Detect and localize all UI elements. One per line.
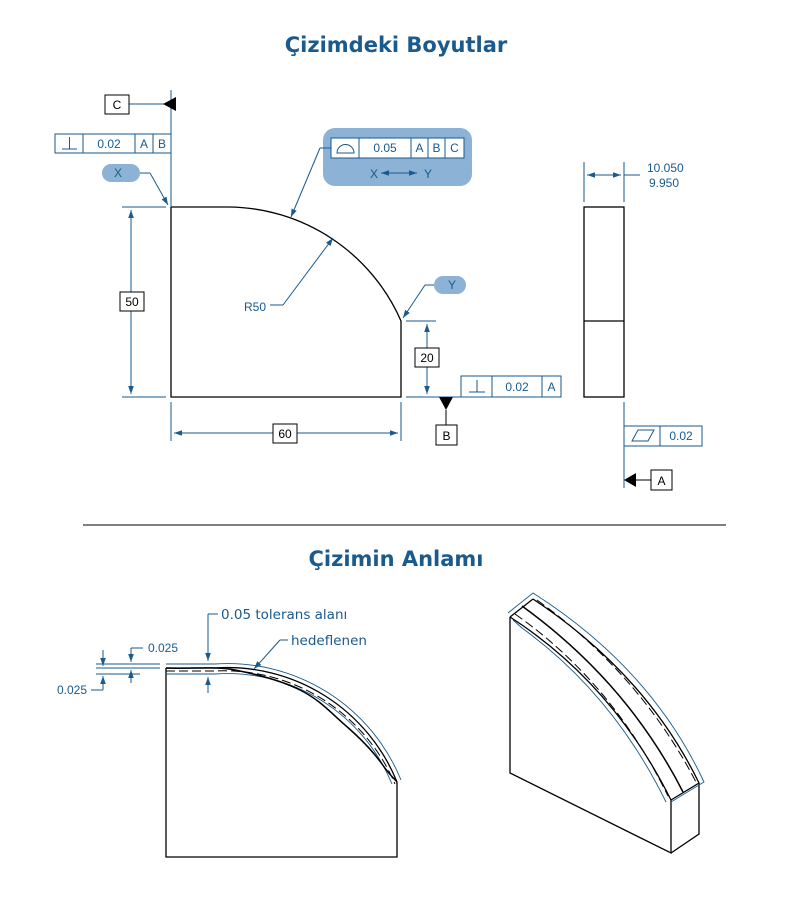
meaning-front-part	[165, 663, 402, 858]
half-zone-top: 0.025	[148, 641, 178, 655]
datum-a-letter: A	[657, 474, 665, 488]
short-dimension: 20	[406, 320, 440, 394]
perp-top-tol: 0.02	[97, 137, 121, 151]
point-x-label: X	[114, 166, 122, 180]
perp-right-tol: 0.02	[505, 380, 529, 394]
profile-ref-b: B	[432, 141, 440, 155]
point-y-callout: Y	[402, 276, 466, 319]
perpendicularity-icon	[62, 137, 77, 150]
perp-frame-top: 0.02 A B	[54, 133, 172, 154]
flatness-tol: 0.02	[669, 429, 693, 443]
part-profile	[170, 206, 402, 398]
perp-frame-right: 0.02 A	[460, 375, 562, 398]
perp-top-ref-b: B	[158, 137, 166, 151]
profile-tol: 0.05	[373, 141, 397, 155]
profile-ref-a: A	[415, 141, 423, 155]
top-title: Çizimdeki Boyutlar	[285, 33, 508, 57]
bottom-title: Çizimin Anlamı	[308, 547, 483, 571]
profile-ref-c: C	[450, 141, 459, 155]
datum-b: B	[406, 396, 461, 446]
between-from: X	[370, 167, 378, 181]
point-x-callout: X	[102, 164, 169, 206]
tolerance-zone-callout: 0.05 tolerans alanı hedeflenen	[205, 607, 367, 693]
flatness-frame: 0.02	[623, 402, 703, 488]
thickness-dimension: 10.050 9.950	[583, 161, 684, 202]
height-value: 50	[125, 295, 139, 309]
point-y-label: Y	[448, 278, 456, 292]
height-dimension: 50	[119, 206, 166, 398]
profile-of-surface-icon	[336, 144, 355, 154]
short-value: 20	[420, 351, 434, 365]
zone-label: 0.05 tolerans alanı	[221, 607, 347, 623]
datum-b-letter: B	[442, 429, 450, 443]
radius-label: R50	[244, 300, 266, 314]
width-value: 60	[278, 427, 292, 441]
half-zone-dims: 0.025 0.025	[57, 641, 178, 697]
perpendicularity-icon	[469, 380, 485, 393]
thickness-upper: 10.050	[647, 161, 684, 175]
side-view	[583, 206, 625, 398]
thickness-lower: 9.950	[649, 176, 679, 190]
intended-label: hedeflenen	[291, 633, 367, 649]
half-zone-left: 0.025	[57, 683, 87, 697]
perp-top-ref-a: A	[140, 137, 148, 151]
flatness-icon	[631, 429, 655, 442]
radius-dimension: R50	[244, 237, 334, 314]
datum-c: C	[104, 90, 176, 207]
meaning-iso-part	[507, 592, 705, 855]
perp-right-ref-a: A	[547, 380, 555, 394]
between-to: Y	[424, 167, 432, 181]
datum-a: A	[624, 469, 673, 491]
width-dimension: 60	[170, 402, 402, 444]
datum-c-letter: C	[113, 98, 122, 112]
profile-frame: 0.05 A B C X Y	[290, 128, 472, 218]
